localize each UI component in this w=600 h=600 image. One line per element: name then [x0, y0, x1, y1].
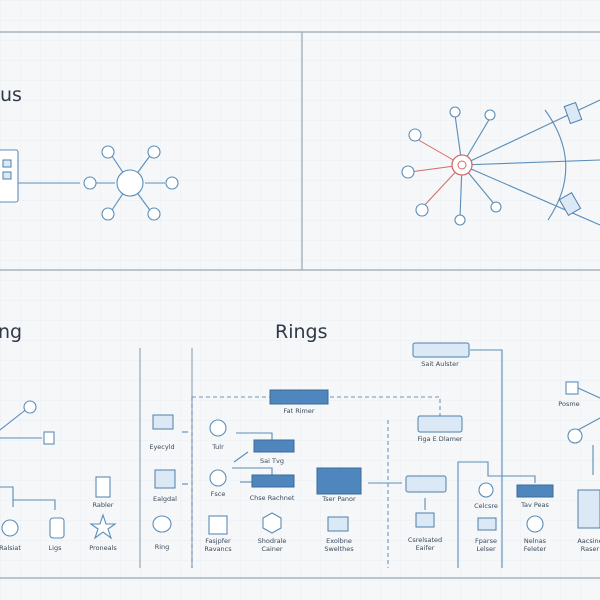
labels: Eyecyld Tulr Sai Tvg Ealgdal Fsce Chse R…	[0, 360, 600, 553]
router-icon	[412, 342, 470, 358]
label-sait-aulster: Sait Aulster	[421, 360, 459, 368]
document-icon	[95, 476, 111, 498]
label-cainer: Cainer	[261, 545, 282, 553]
satellite-icon	[152, 515, 172, 533]
label-tulr: Tulr	[211, 443, 224, 451]
printer-icon	[477, 517, 497, 531]
panel-icon	[316, 467, 362, 495]
switch-icon	[516, 484, 554, 498]
label-feleter: Feleter	[524, 545, 547, 553]
label-nelnas: Nelnas	[524, 537, 547, 545]
bottom-title: Rings	[275, 321, 327, 343]
hub-icon	[405, 475, 447, 493]
box-icon	[208, 515, 228, 535]
label-eyecyld: Eyecyld	[149, 443, 174, 451]
switch-icon	[253, 439, 295, 453]
label-rabler: Rabler	[93, 501, 114, 509]
chip-icon	[262, 512, 282, 534]
label-swelthes: Swelthes	[324, 545, 354, 553]
folder-icon	[327, 516, 349, 532]
bottom-ring-topology	[152, 342, 600, 568]
label-fsce: Fsce	[211, 490, 226, 498]
label-csrelsated: Csrelsated	[408, 536, 442, 544]
label-tser-panor: Tser Panor	[321, 495, 356, 503]
label-fasjpfer: Fasjpfer	[205, 537, 231, 545]
monitor-icon	[415, 512, 435, 528]
label-sai-tvg: Sai Tvg	[260, 457, 284, 465]
top-left-title: us	[0, 84, 22, 106]
label-chse-rachnet: Chse Rachnet	[250, 494, 295, 502]
globe-icon	[526, 515, 544, 533]
bottom-left-title: ng	[0, 321, 22, 343]
device-icon	[49, 517, 65, 539]
label-ring: Ring	[155, 543, 170, 551]
label-tav-peas: Tav Peas	[520, 501, 549, 509]
switch-icon	[251, 474, 295, 488]
label-ligs: Ligs	[49, 544, 63, 552]
drive-icon	[565, 381, 579, 395]
label-raser: Raser	[581, 545, 600, 553]
label-posme: Posme	[558, 400, 579, 408]
keypad-icon	[577, 489, 600, 529]
bug-icon	[209, 419, 227, 437]
headset-icon	[1, 519, 19, 537]
label-figa-dlamer: Figa E Dlamer	[417, 435, 463, 443]
star-icon	[89, 513, 117, 540]
hub-node	[116, 169, 144, 197]
firewall-icon	[417, 415, 463, 433]
tablet-icon	[154, 469, 176, 489]
center-node	[451, 154, 473, 176]
top-right-star-topology	[401, 99, 600, 226]
bottom-left-topology	[0, 400, 117, 540]
gear-icon	[209, 469, 227, 487]
label-proneals: Proneals	[89, 544, 117, 552]
label-ealgdal: Ealgdal	[153, 495, 177, 503]
label-ravancs: Ravancs	[204, 545, 232, 553]
switch-icon	[269, 389, 329, 405]
label-fparse: Fparse	[475, 537, 497, 545]
label-exolbne: Exolbne	[326, 537, 352, 545]
top-left-star-topology	[0, 145, 179, 221]
label-aacsine: Aacsine	[577, 537, 600, 545]
label-eaifer: Eaifer	[416, 544, 435, 552]
panel-frames	[0, 31, 600, 579]
monitor-icon	[152, 414, 174, 430]
label-shodrale: Shodrale	[258, 537, 287, 545]
label-ralsiat: Ralsiat	[0, 544, 21, 552]
camera-icon	[478, 482, 494, 498]
label-celcsre: Celcsre	[474, 502, 498, 510]
label-fat-rimer: Fat Rimer	[283, 407, 314, 415]
label-lelser: Lelser	[476, 545, 496, 553]
